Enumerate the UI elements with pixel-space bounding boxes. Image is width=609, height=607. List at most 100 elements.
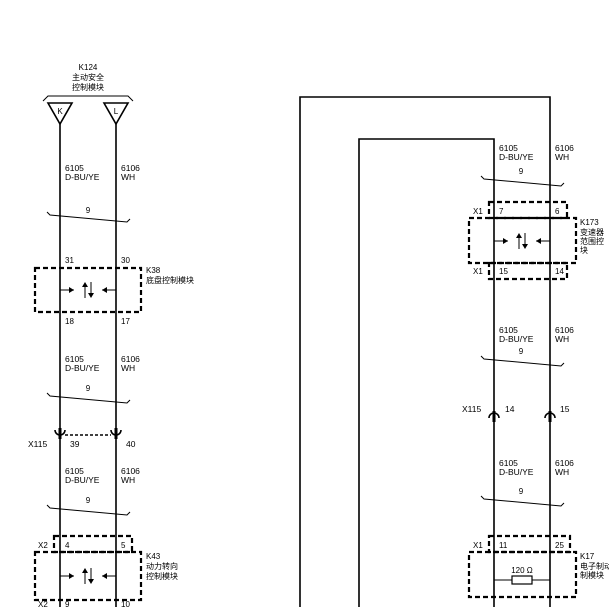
x115-15-pin [548, 411, 552, 422]
wire-6106-right-loop [299, 96, 551, 607]
x115-right-id: X115 [462, 404, 481, 414]
x115-39-pin [58, 428, 62, 439]
k38-name: 底盘控制模块 [146, 275, 194, 285]
twisted-pair-marker-c: 9 [480, 487, 565, 507]
wire-color-wh: WH [555, 152, 569, 162]
k38-bus-transceiver-icon [60, 282, 116, 298]
wire-labels-segment-1: 6105 D-BU/YE 6106 WH [65, 163, 140, 182]
wire-color-wh: WH [555, 334, 569, 344]
wire-circuit-6106: 6106 [121, 163, 140, 173]
module-k38: 31 30 K38 底盘控制模块 18 17 [33, 256, 194, 326]
k17-name-line2: 制模块 [580, 570, 604, 580]
k38-pin-31: 31 [65, 256, 74, 265]
k173-pin-6: 6 [555, 207, 560, 216]
k43-name-line1: 动力转向 [146, 561, 178, 571]
wire-color-wh: WH [121, 475, 135, 485]
twist-label: 9 [519, 167, 524, 176]
module-k124-id: K124 [79, 63, 98, 72]
pin-k-label: K [57, 107, 63, 116]
twisted-pair-marker-1: 9 [46, 206, 131, 223]
connector-x115-right: X115 14 15 [462, 404, 570, 422]
wire-6105-right-loop [358, 138, 495, 607]
k43-pin-10: 10 [121, 600, 130, 607]
pin-k-terminal [46, 102, 74, 126]
twist-line [46, 211, 131, 223]
k43-connector-top-id: X2 [38, 541, 48, 550]
wire-labels-segment-a: 6105 D-BU/YE 6106 WH [499, 143, 574, 162]
k17-pin-11: 11 [499, 541, 508, 550]
pin-l-terminal [102, 102, 130, 126]
k43-pin-9: 9 [65, 600, 70, 607]
x115-left-id: X115 [28, 439, 47, 449]
twist-line [480, 175, 565, 187]
k43-box [33, 550, 143, 602]
x115-pin-14: 14 [505, 404, 515, 414]
k43-connector-bottom-id: X2 [38, 600, 48, 607]
k173-pin-14: 14 [555, 267, 564, 276]
twist-label: 9 [519, 487, 524, 496]
twist-label: 9 [519, 347, 524, 356]
wire-labels-segment-b: 6105 D-BU/YE 6106 WH [499, 325, 574, 344]
connector-x115-left: X115 39 40 [28, 428, 136, 449]
wire-circuit-6106: 6106 [121, 354, 140, 364]
wire-color-dbu-ye: D-BU/YE [499, 152, 534, 162]
module-k43: X2 4 5 K43 动力转向 控制模块 X2 9 10 [33, 534, 178, 607]
x115-14-pin [492, 411, 496, 422]
k173-box [467, 216, 578, 265]
k17-name-line1: 电子制动 [580, 561, 609, 571]
k43-pin-4: 4 [65, 541, 70, 550]
k43-name-line2: 控制模块 [146, 571, 178, 581]
twist-label: 9 [86, 384, 91, 393]
x115-pin-40: 40 [126, 439, 136, 449]
wire-labels-segment-3: 6105 D-BU/YE 6106 WH [65, 466, 140, 485]
k17-box [467, 550, 578, 599]
module-k173: X1 7 6 X1 15 14 K173 变速器 范围控 块 [467, 200, 604, 281]
k17-pin-25: 25 [555, 541, 564, 550]
k17-id: K17 [580, 552, 595, 561]
k173-connector-bottom-id: X1 [473, 267, 483, 276]
k173-connector-top-id: X1 [473, 207, 483, 216]
twist-line [480, 355, 565, 367]
k173-id: K173 [580, 218, 599, 227]
twist-label: 9 [86, 206, 91, 215]
wire-color-dbu-ye: D-BU/YE [65, 475, 100, 485]
x115-pin-39: 39 [70, 439, 80, 449]
wire-circuit-6106: 6106 [555, 143, 574, 153]
module-k124-name-line2: 控制模块 [72, 82, 104, 92]
k17-connector-id: X1 [473, 541, 483, 550]
twist-line [46, 392, 131, 404]
wire-circuit-6105: 6105 [499, 325, 518, 335]
k43-bus-transceiver-icon [60, 568, 116, 584]
wire-circuit-6105: 6105 [65, 466, 84, 476]
k38-pin-30: 30 [121, 256, 130, 265]
module-k17: X1 11 25 K17 电子制动 制模块 120 Ω [467, 534, 609, 599]
wire-circuit-6105: 6105 [499, 143, 518, 153]
pin-l-label: L [114, 107, 119, 116]
wire-circuit-6106: 6106 [555, 325, 574, 335]
k17-terminating-resistor [511, 575, 533, 585]
x115-pin-15: 15 [560, 404, 570, 414]
wire-color-dbu-ye: D-BU/YE [65, 363, 100, 373]
twist-line [46, 504, 131, 516]
x115-40-pin [114, 428, 118, 439]
k173-name-line2: 范围控 [580, 236, 604, 246]
wire-labels-segment-2: 6105 D-BU/YE 6106 WH [65, 354, 140, 373]
k173-connector-bottom [487, 261, 569, 281]
wire-labels-segment-c: 6105 D-BU/YE 6106 WH [499, 458, 574, 477]
twisted-pair-marker-2: 9 [46, 384, 131, 404]
wire-color-wh: WH [121, 363, 135, 373]
wire-color-wh: WH [555, 467, 569, 477]
k38-pin-17: 17 [121, 317, 130, 326]
wire-circuit-6105: 6105 [65, 354, 84, 364]
k38-id: K38 [146, 266, 161, 275]
k38-box [33, 266, 143, 314]
k173-pin-15: 15 [499, 267, 508, 276]
wire-circuit-6106: 6106 [555, 458, 574, 468]
k43-pin-5: 5 [121, 541, 126, 550]
wire-circuit-6106: 6106 [121, 466, 140, 476]
k17-resistor-value: 120 Ω [511, 566, 533, 575]
twist-label: 9 [86, 496, 91, 505]
wire-circuit-6105: 6105 [65, 163, 84, 173]
twisted-pair-marker-b: 9 [480, 347, 565, 367]
